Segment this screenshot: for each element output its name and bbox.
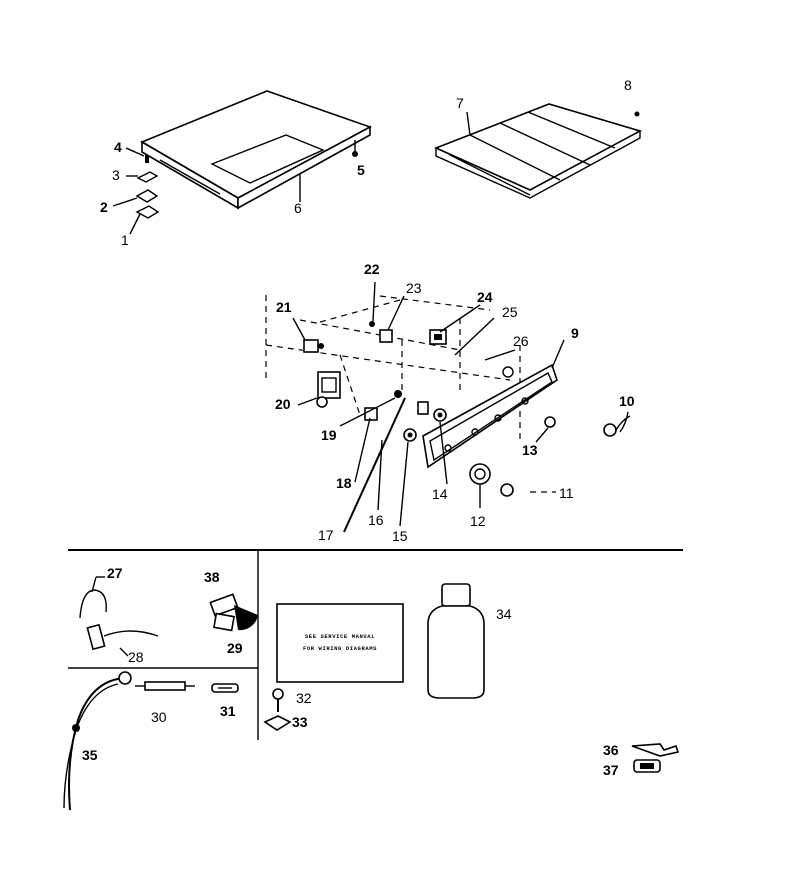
callout-30: 30	[151, 709, 167, 725]
callout-18: 18	[336, 475, 352, 491]
callout-19: 19	[321, 427, 337, 443]
callout-25: 25	[502, 304, 518, 320]
callout-11: 11	[559, 485, 574, 501]
callout-3: 3	[112, 167, 120, 183]
callout-4: 4	[114, 139, 122, 155]
callout-labels: 1 2 3 4 5 6 7 8 9 10 11 12 13 14 15 16 1…	[82, 77, 635, 778]
callout-20: 20	[275, 396, 291, 412]
callout-13: 13	[522, 442, 538, 458]
callout-17: 17	[318, 527, 334, 543]
wiring-card: SEE SERVICE MANUAL FOR WIRING DIAGRAMS	[276, 603, 404, 683]
callout-28: 28	[128, 649, 144, 665]
bottle	[427, 583, 485, 699]
callout-14: 14	[432, 486, 448, 502]
callout-16: 16	[368, 512, 384, 528]
wiring-card-line1: SEE SERVICE MANUAL	[305, 633, 375, 640]
callout-32: 32	[296, 690, 312, 706]
callout-37: 37	[603, 762, 619, 778]
callout-34: 34	[496, 606, 512, 622]
wiring-card-line2: FOR WIRING DIAGRAMS	[303, 645, 377, 652]
callout-36: 36	[603, 742, 619, 758]
callout-7: 7	[456, 95, 464, 111]
callout-1: 1	[121, 232, 129, 248]
callout-5: 5	[357, 162, 365, 178]
callout-2: 2	[100, 199, 108, 215]
callout-12: 12	[470, 513, 486, 529]
callout-9: 9	[571, 325, 579, 341]
callout-33: 33	[292, 714, 308, 730]
hinge-parts	[112, 147, 160, 235]
callout-23: 23	[406, 280, 422, 296]
callout-24: 24	[477, 289, 493, 305]
callout-21: 21	[276, 299, 292, 315]
lid-panel	[433, 103, 643, 199]
callout-31: 31	[220, 703, 236, 719]
callout-27: 27	[107, 565, 123, 581]
callout-26: 26	[513, 333, 529, 349]
callout-38: 38	[204, 569, 220, 585]
top-panel	[140, 90, 372, 210]
callout-8: 8	[624, 77, 632, 93]
callout-15: 15	[392, 528, 408, 544]
callout-6: 6	[294, 200, 302, 216]
callout-35: 35	[82, 747, 98, 763]
callout-22: 22	[364, 261, 380, 277]
control-panel-assembly	[265, 281, 631, 533]
callout-10: 10	[619, 393, 635, 409]
callout-29: 29	[227, 640, 243, 656]
